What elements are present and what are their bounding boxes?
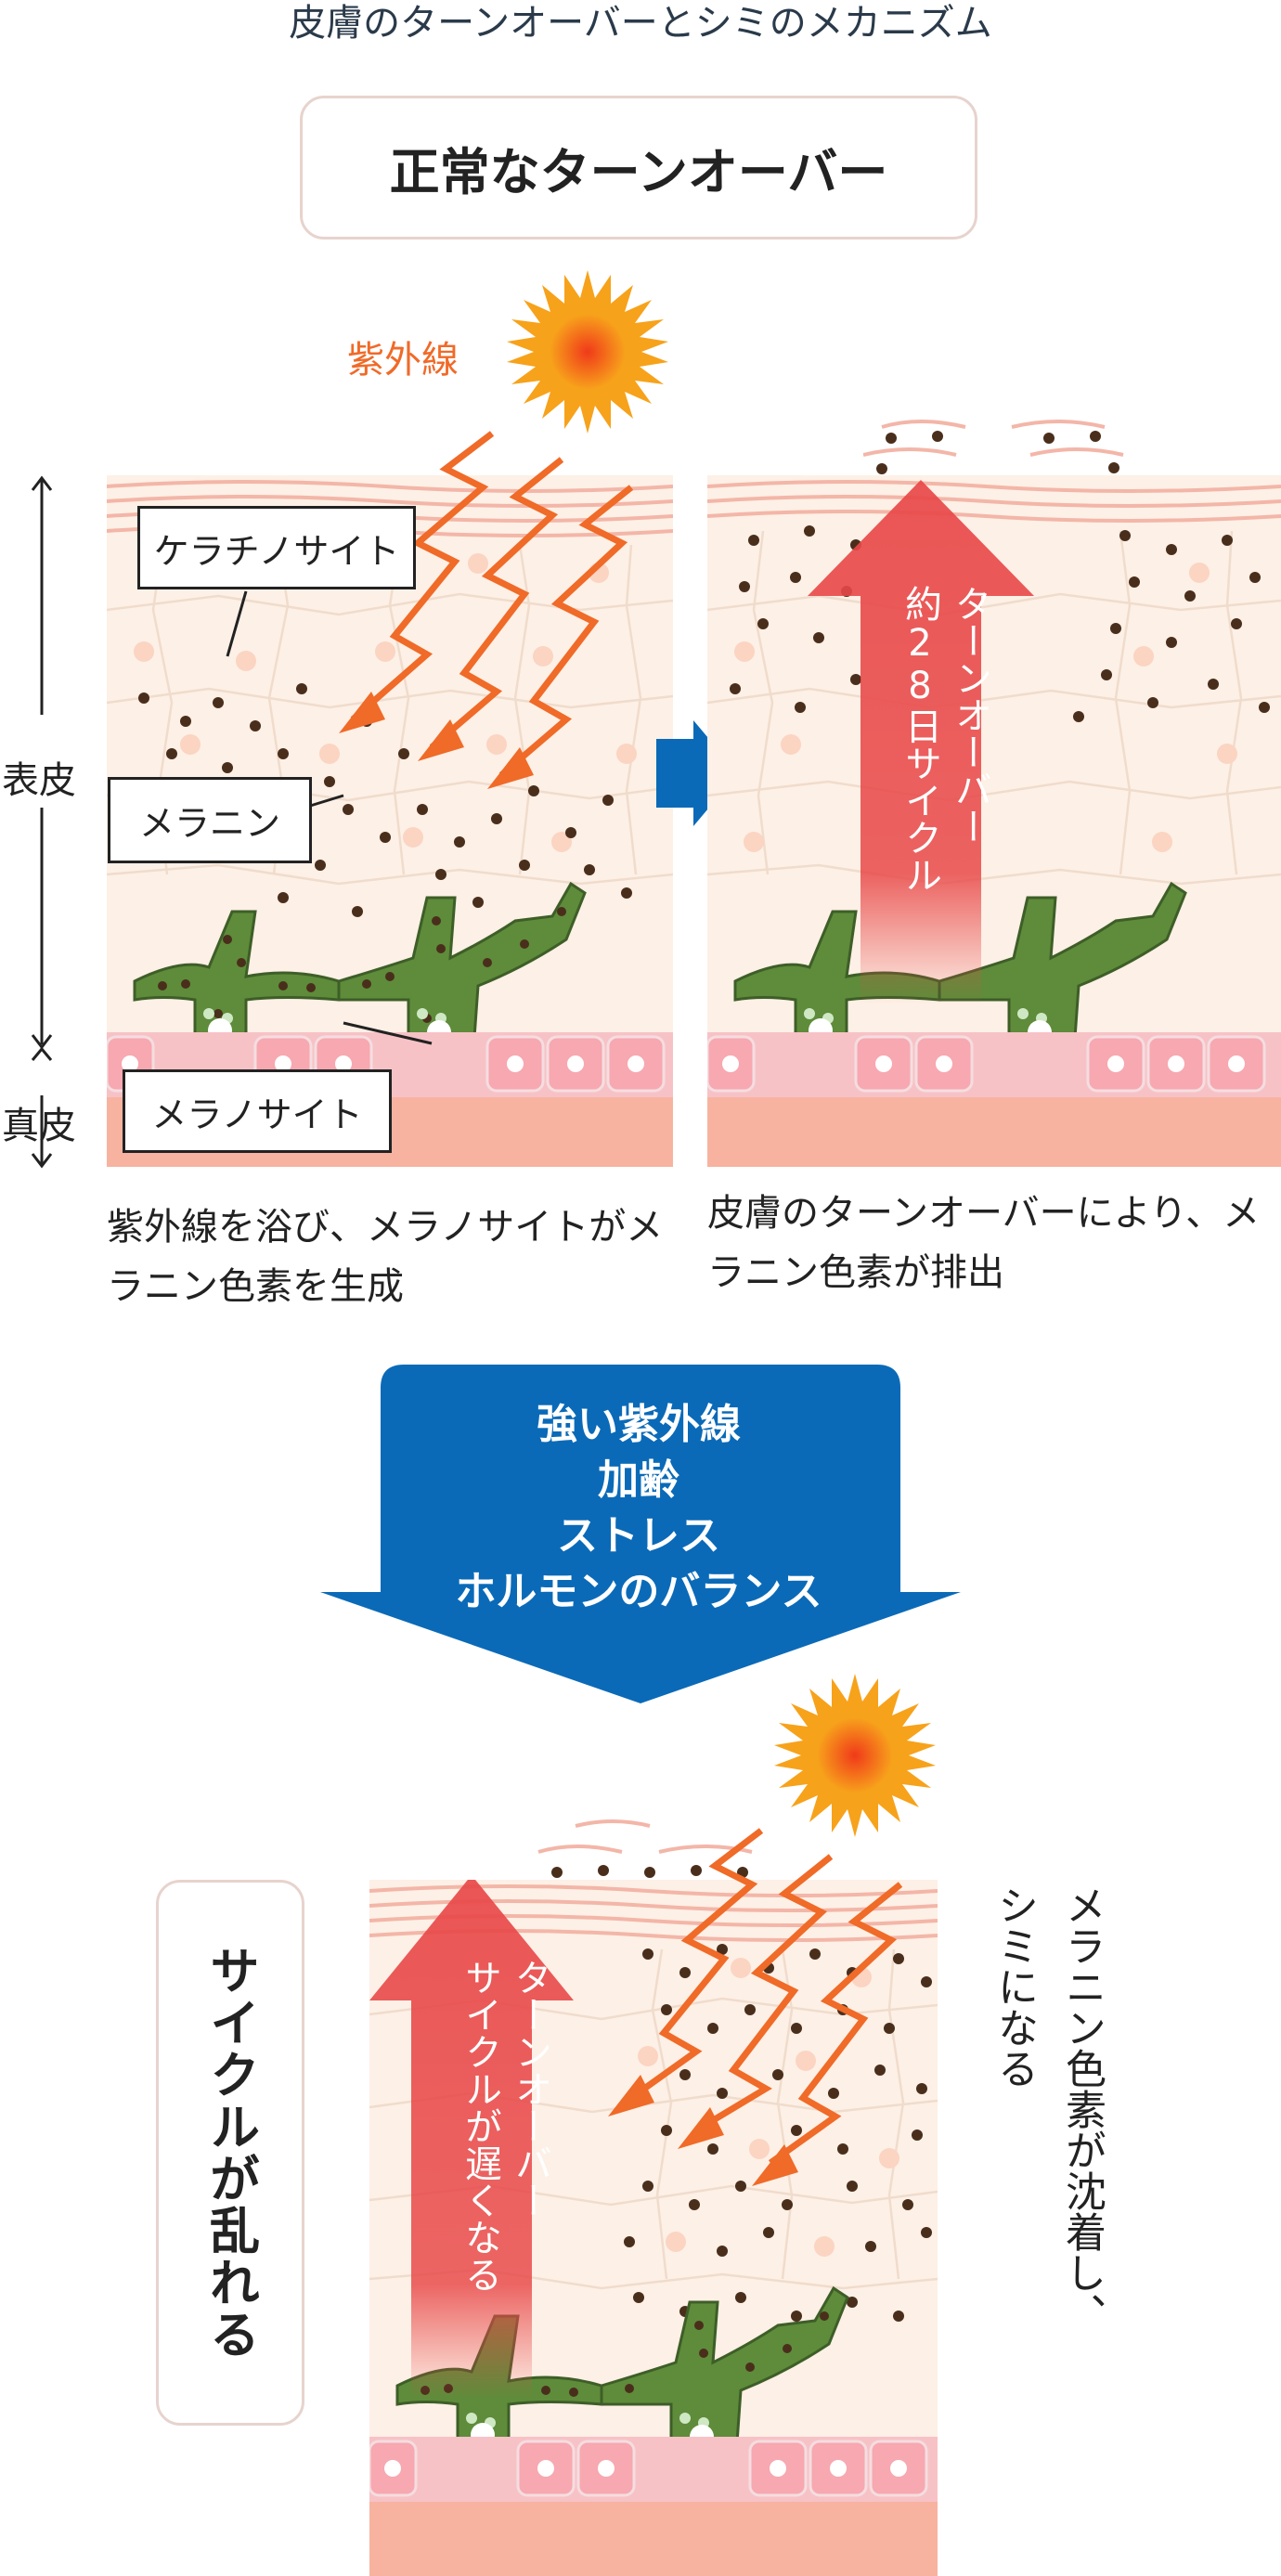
result-text-line2: シミになる [990, 1884, 1038, 2089]
factor-item: 加齢 [598, 1456, 679, 1504]
dermis-label: 真皮 [2, 1105, 76, 1147]
normal-turnover-header: 正常なターンオーバー [300, 96, 977, 239]
cycle-disrupted-text: サイクルが乱れる [201, 1945, 260, 2361]
melanocyte-label: メラノサイト [123, 1069, 392, 1153]
page-title: 皮膚のターンオーバーとシミのメカニズム [289, 2, 992, 45]
slow-arrow-line2: サイクルが遅くなる [459, 1959, 501, 2293]
slow-arrow-line1: ターンオーバー [509, 1959, 551, 2219]
epidermis-label: 表皮 [2, 759, 76, 802]
melanin-label: メラニン [108, 777, 312, 863]
turnover-arrow-line2: 約28日サイクル [899, 585, 941, 893]
keratinocyte-label: ケラチノサイト [137, 506, 416, 589]
turnover-arrow-line1: ターンオーバー [949, 585, 991, 845]
shed-cells [537, 1819, 753, 1878]
sun-icon [774, 1674, 936, 1837]
next-step-arrow-icon [656, 720, 738, 826]
factors-list: 強い紫外線 加齢 ストレス ホルモンのバランス [369, 1397, 908, 1620]
caption-turnover: 皮膚のターンオーバーにより、メラニン色素が排出 [707, 1192, 1261, 1294]
skin-panel-turnover [707, 475, 1281, 1167]
factor-item: 強い紫外線 [537, 1401, 741, 1448]
factor-item: ホルモンのバランス [455, 1568, 822, 1615]
uv-rays [339, 431, 634, 789]
skin-panel-pigmentation [369, 1880, 938, 2576]
layer-scale [31, 475, 53, 1169]
uv-label: 紫外線 [347, 339, 459, 382]
uv-rays [608, 1828, 903, 2186]
factors-down-arrow [320, 1365, 961, 1703]
shed-cells [863, 420, 1124, 474]
cycle-disrupted-header: サイクルが乱れる [156, 1880, 304, 2426]
sun-icon [507, 270, 668, 434]
caption-uv: 紫外線を浴び、メラノサイトがメラニン色素を生成 [107, 1206, 664, 1308]
result-text-line1: メラニン色素が沈着し、 [1058, 1884, 1106, 2334]
factor-item: ストレス [557, 1512, 720, 1560]
